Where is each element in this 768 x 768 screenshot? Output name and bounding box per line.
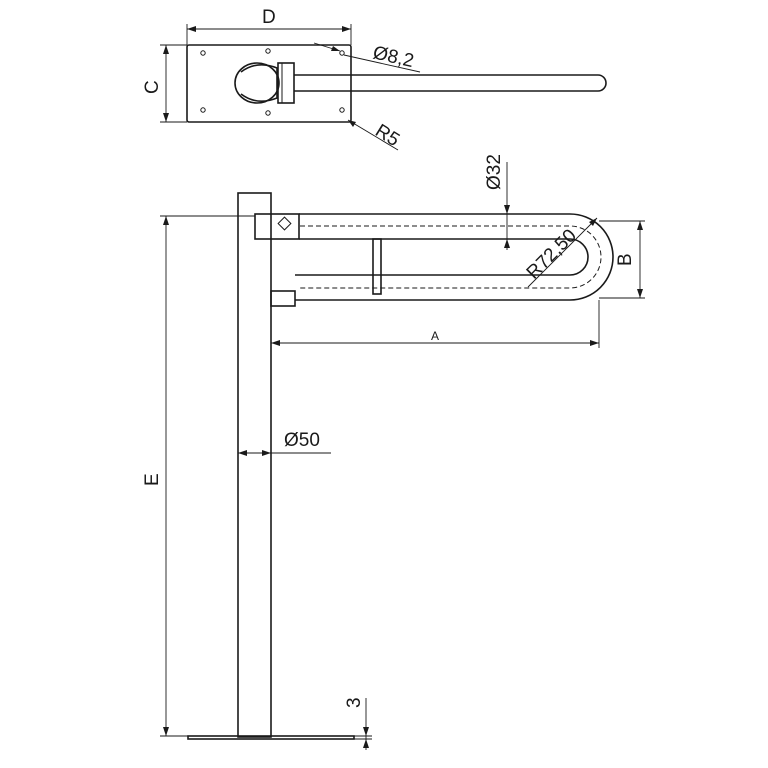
base-plate (187, 735, 355, 740)
dim-label-b: B (615, 253, 636, 266)
dim-label-a: A (431, 329, 439, 343)
hinge-hub (234, 62, 280, 104)
side-view: Ø32 R72,50 B A Ø50 E (142, 154, 645, 750)
dim-label-c: C (142, 80, 163, 94)
lower-collar (270, 290, 296, 307)
folding-rail-outer (295, 213, 614, 301)
dim-label-d: D (262, 7, 276, 28)
folding-rail-inner (295, 238, 589, 276)
dim-label-e: E (142, 473, 163, 486)
plate-holes (200, 48, 345, 116)
dim-label-hole: Ø8,2 (371, 42, 416, 72)
top-view: D C Ø8,2 R5 (142, 7, 607, 151)
dim-label-post: Ø50 (284, 430, 320, 451)
dim-label-thickness: 3 (344, 697, 365, 708)
mount-plate (186, 44, 352, 123)
floor-post (237, 192, 272, 738)
hinge-clip (240, 64, 278, 102)
dim-label-tube: Ø32 (484, 154, 505, 190)
dim-label-radius: R5 (371, 120, 403, 151)
rail-centerline (300, 225, 602, 289)
hinge-bracket (277, 62, 295, 104)
arm-top-view (294, 74, 607, 92)
rail-strut (372, 238, 382, 295)
hinge-block (254, 213, 300, 240)
